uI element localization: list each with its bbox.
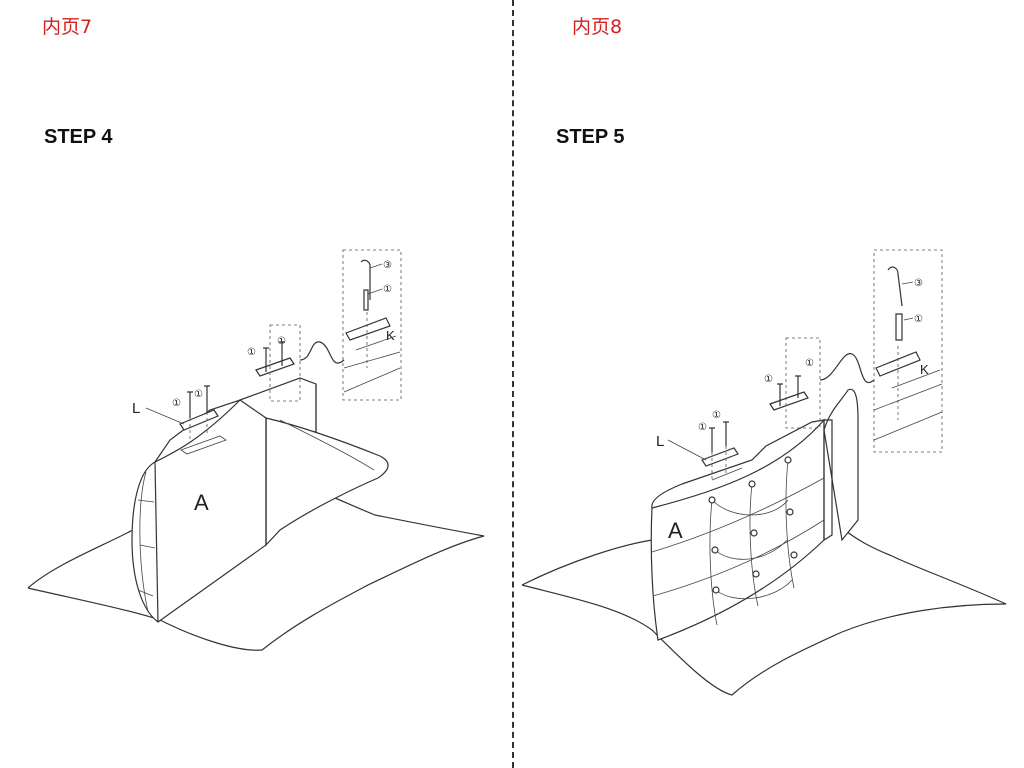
step-title: STEP 5	[556, 126, 625, 148]
callout-number: ①	[277, 336, 286, 347]
floor-cloth	[521, 527, 1007, 696]
screw-icon	[895, 313, 903, 341]
label-part-k: K	[386, 328, 395, 343]
label-part-a: A	[194, 490, 209, 515]
callout-number: ①	[914, 314, 923, 325]
zoom-frame-small	[785, 337, 821, 429]
bracket-k	[255, 357, 295, 377]
drape	[823, 388, 859, 542]
screw-icon	[709, 427, 715, 452]
screw-icon	[363, 289, 369, 311]
label-part-a: A	[668, 518, 683, 543]
page-divider	[512, 0, 514, 768]
bracket-k	[769, 391, 809, 411]
bracket-l	[179, 409, 219, 431]
callout-number: ①	[247, 347, 256, 358]
callout-number: ①	[194, 389, 203, 400]
callout-number: ①	[172, 398, 181, 409]
detail-inset	[873, 249, 943, 453]
callout-number: ①	[764, 374, 773, 385]
step-title: STEP 4	[44, 126, 113, 148]
sofa-segment-a	[650, 418, 825, 641]
hex-key-icon	[887, 266, 903, 307]
assembly-illustration: A L ① ① ① ① ③ ① K	[27, 249, 485, 651]
leader-line	[819, 353, 875, 384]
screw-icon	[723, 421, 729, 446]
assembly-illustration: A L ① ① ① ① ③ ① K	[521, 249, 1007, 696]
callout-number: ③	[914, 278, 923, 289]
label-part-l: L	[132, 400, 140, 417]
screw-icon	[187, 391, 193, 418]
label-part-k: K	[920, 362, 929, 377]
detail-inset	[342, 249, 402, 401]
callout-number: ①	[712, 410, 721, 421]
page-label: 内页8	[572, 16, 623, 38]
page-left: 内页7 STEP 4 A L ① ① ① ①	[27, 16, 485, 651]
screw-icon	[204, 385, 210, 412]
callout-number: ③	[383, 260, 392, 271]
callout-number: ①	[383, 284, 392, 295]
zoom-frame-small	[269, 324, 301, 402]
label-part-l: L	[656, 433, 664, 450]
hex-key-icon	[360, 259, 371, 300]
drape	[265, 417, 389, 547]
page-label: 内页7	[42, 16, 93, 38]
callout-number: ①	[698, 422, 707, 433]
leader-line	[299, 341, 345, 364]
bracket-detail	[345, 317, 391, 341]
bracket-l	[701, 447, 739, 467]
page-right: 内页8 STEP 5 A L ① ①	[512, 0, 1024, 768]
callout-number: ①	[805, 358, 814, 369]
